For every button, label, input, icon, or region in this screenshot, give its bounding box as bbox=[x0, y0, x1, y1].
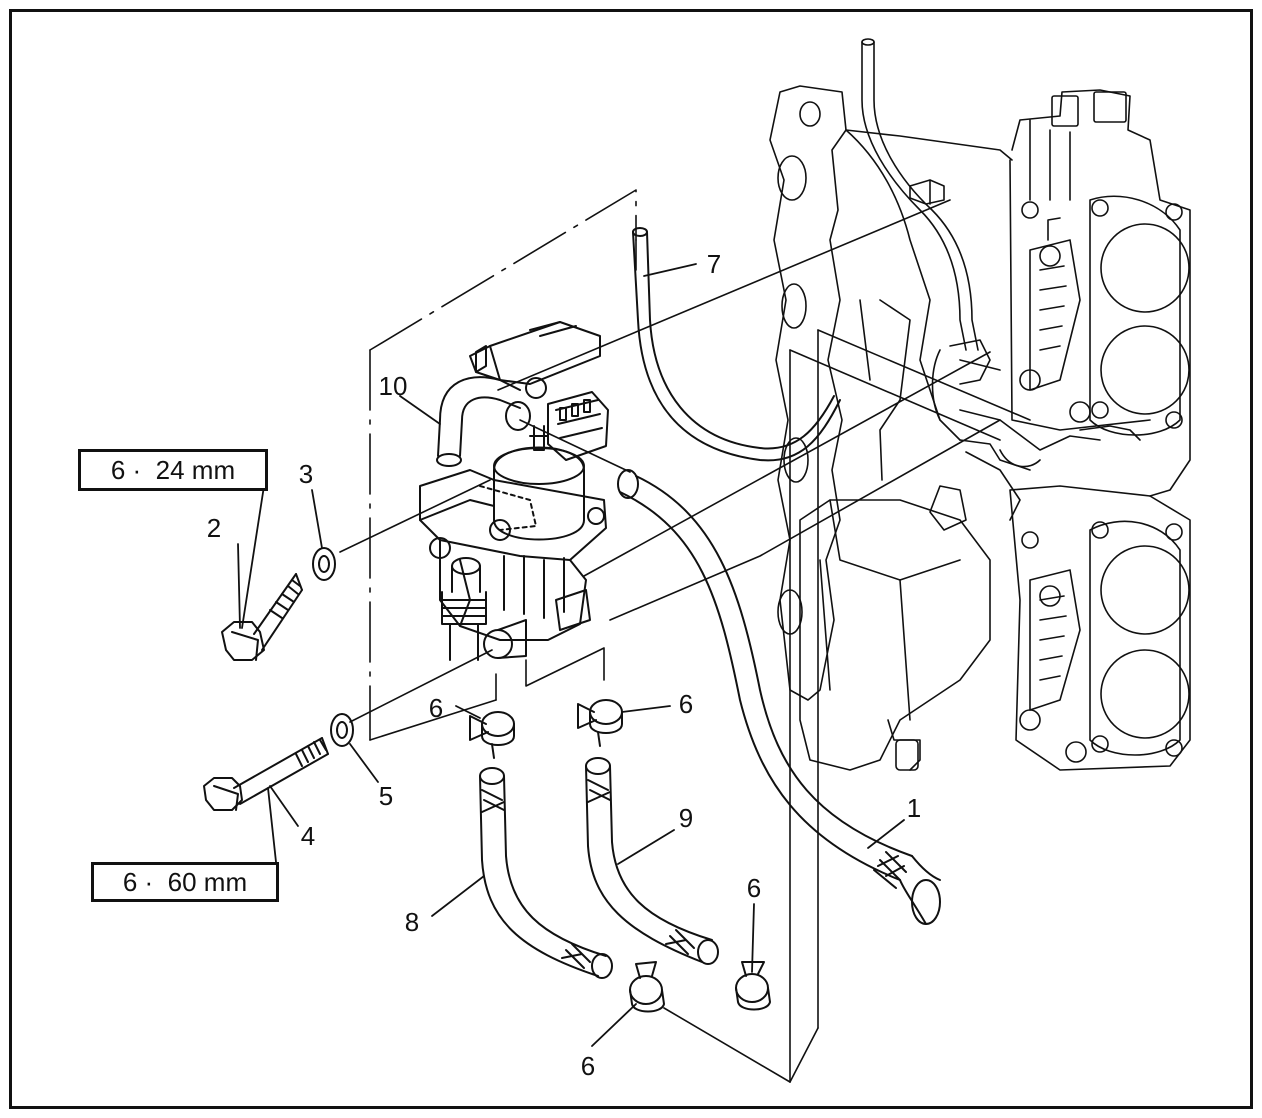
bolt-spec-long-text: 6 · 60 mm bbox=[122, 866, 248, 897]
callout-4: 4 bbox=[300, 821, 316, 851]
callout-6-upper-right: 6 bbox=[678, 689, 694, 719]
valve-assembly-10 bbox=[419, 321, 609, 661]
callout-8: 8 bbox=[404, 907, 420, 937]
callout-5: 5 bbox=[378, 781, 394, 811]
callout-2: 2 bbox=[206, 513, 222, 543]
hose-9 bbox=[585, 757, 719, 965]
assembly-guide-lines bbox=[339, 189, 1031, 1083]
callout-1: 1 bbox=[906, 793, 922, 823]
washer-3 bbox=[312, 547, 336, 581]
leader-lines bbox=[237, 263, 905, 1047]
bolt-2 bbox=[221, 573, 303, 661]
hose-7 bbox=[632, 227, 841, 462]
bolt-4 bbox=[203, 737, 329, 811]
callout-6-lower-right: 6 bbox=[746, 873, 762, 903]
clamp-6-upper-right bbox=[577, 699, 623, 747]
callout-6-lower-left: 6 bbox=[580, 1051, 596, 1081]
bolt-spec-short-text: 6 · 24 mm bbox=[110, 454, 236, 485]
callout-6-upper-left: 6 bbox=[428, 693, 444, 723]
washer-5 bbox=[330, 713, 354, 747]
clamp-6-lower-right bbox=[735, 961, 771, 1011]
bolt-spec-short: 6 · 24 mm bbox=[78, 449, 268, 491]
callout-10: 10 bbox=[378, 371, 408, 401]
hose-1 bbox=[617, 469, 941, 925]
callout-3: 3 bbox=[298, 459, 314, 489]
bolt-spec-long: 6 · 60 mm bbox=[91, 862, 279, 902]
hose-8 bbox=[479, 767, 613, 979]
diagram-frame bbox=[9, 9, 1253, 1109]
clamp-6-lower-left bbox=[629, 961, 665, 1013]
callout-9: 9 bbox=[678, 803, 694, 833]
engine-block bbox=[769, 38, 1191, 771]
callout-7: 7 bbox=[706, 249, 722, 279]
clamp-6-upper-left bbox=[469, 711, 515, 759]
